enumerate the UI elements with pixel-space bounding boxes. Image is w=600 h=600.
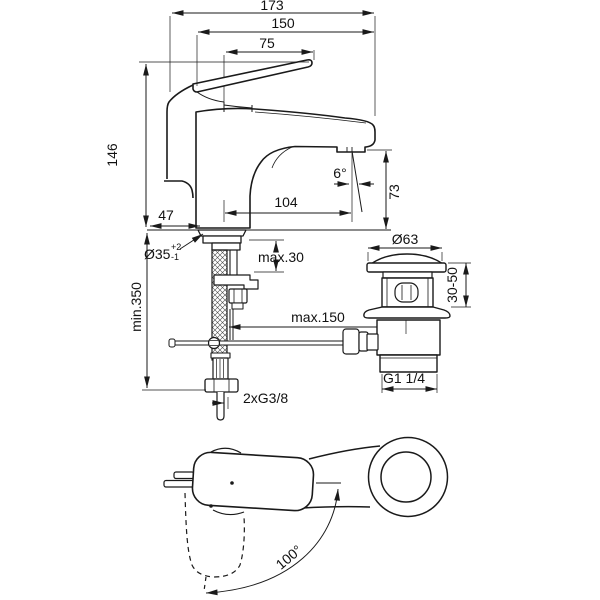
- hose-coupling: [210, 352, 231, 359]
- aerator-inner-ring: [380, 451, 432, 503]
- base-flange-lower: [202, 235, 242, 244]
- waste-plug-rim: [366, 262, 447, 273]
- faucet-body-outline: [195, 107, 376, 229]
- waste-lower-body: [376, 319, 441, 356]
- rod-end-cap: [168, 338, 176, 348]
- dim-173-extensions: [169, 16, 376, 116]
- dim-104-extensions: [223, 153, 353, 222]
- pop-up-vertical-rod: [229, 309, 234, 340]
- dim-spout-tip-width-label: 150: [271, 15, 295, 31]
- body-transition-line: [271, 146, 293, 169]
- threaded-shank: [211, 242, 241, 251]
- pop-up-horizontal-rod: [171, 340, 344, 346]
- waste-threaded-tail: [379, 354, 438, 373]
- handle-underside-line: [196, 91, 225, 103]
- dim-handle-length-label: 75: [259, 35, 275, 51]
- hose-end-pipe: [216, 392, 225, 421]
- hose-end-nut-facets: [213, 379, 230, 392]
- dim-waste-thread-label: G1 1/4: [383, 370, 425, 386]
- dim-total-width-label: 173: [260, 0, 284, 13]
- fixing-nut: [228, 288, 248, 304]
- dim-hose-length-label: min.350: [128, 282, 144, 332]
- rod-joint-nut: [342, 328, 360, 355]
- faucet-top-view: 100°: [163, 436, 449, 596]
- handle-body-topview: [191, 451, 315, 512]
- handle-dot-corner: [209, 504, 213, 508]
- dim-cap-diameter-label: Ø63: [392, 231, 419, 247]
- dim-hole-diameter-label: Ø35: [144, 246, 171, 262]
- rod-clamp-ball: [207, 336, 221, 350]
- waste-body-walls: [386, 278, 429, 307]
- dim-body-height-label: 146: [104, 143, 120, 167]
- rod-joint-socket: [366, 333, 379, 351]
- hose-ribbed-connector: [212, 357, 229, 380]
- spout-top-edge-topview: [308, 445, 381, 460]
- dim-swivel-angle-label: 100°: [273, 542, 305, 573]
- stream-angle-line: [351, 150, 363, 213]
- waste-plug-dome: [370, 253, 444, 265]
- fixing-nut-facets: [233, 289, 243, 303]
- dim-stream-angle-label: 6°: [333, 165, 346, 181]
- dim-height-range-label: 30-50: [444, 267, 460, 303]
- handle-front-loop: [166, 84, 194, 179]
- swivel-arc: [205, 488, 340, 596]
- waste-plug-neck: [382, 271, 433, 279]
- hose-stub: [231, 302, 244, 310]
- faucet-front-view: 173 150 75 146 47 104 6° 73 min.350 Ø35 …: [104, 0, 402, 421]
- dashed-connector-line: [203, 576, 207, 592]
- waste-flange: [363, 306, 451, 319]
- handle-dot-center: [230, 481, 234, 485]
- ribbed-connector-ribs: [216, 359, 224, 378]
- dim-spout-height-label: 73: [386, 184, 402, 200]
- dim-deck-thickness-label: max.30: [258, 249, 304, 265]
- hole-diameter-leader: [179, 233, 204, 250]
- rod-clamp-detail: [210, 340, 218, 346]
- dim-max30-extensions: [249, 239, 284, 273]
- dim-spout-reach-label: 104: [274, 194, 298, 210]
- supply-stub-bottom: [163, 479, 195, 488]
- spout-top-inner-line: [254, 111, 367, 124]
- pop-up-waste-view: Ø63 30-50 G1 1/4: [342, 231, 471, 393]
- handle-loop-hook: [164, 180, 194, 199]
- supply-stub-top: [173, 471, 195, 480]
- waste-slot: [394, 282, 419, 303]
- spout-bottom-edge-topview: [301, 505, 371, 509]
- handle-bump-bottom: [212, 509, 245, 516]
- waste-slot-detail: [401, 285, 412, 300]
- dim-base-offset-label: 47: [158, 207, 174, 223]
- handle-bump-top: [210, 447, 242, 454]
- fixing-plate: [213, 274, 259, 290]
- dim-hole-tol-minus-label: -1: [171, 252, 179, 262]
- dim-supply-thread-label: 2xG3/8: [243, 390, 288, 406]
- second-supply-hose: [229, 250, 238, 276]
- hose-end-nut: [204, 378, 239, 393]
- dim-rod-reach-label: max.150: [291, 309, 345, 325]
- dim-d63-extensions: [367, 252, 443, 261]
- dim-hole-tol-plus-label: +2: [171, 242, 181, 252]
- cartridge-collar: [223, 102, 253, 112]
- lever-handle-blade: [192, 59, 313, 93]
- base-flange-upper: [197, 229, 247, 237]
